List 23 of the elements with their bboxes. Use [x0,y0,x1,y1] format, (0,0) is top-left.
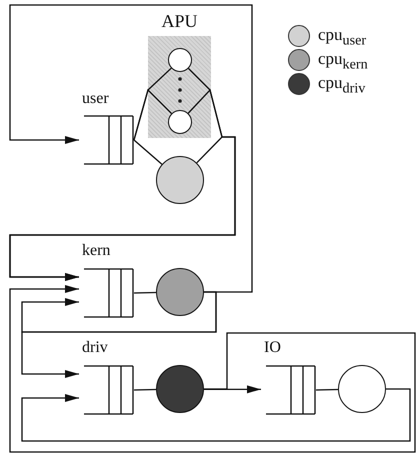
server-circle [338,365,386,413]
queue-label: user [82,90,109,108]
group-heading: APU [160,12,198,30]
arrow [9,285,416,453]
connector-line [316,388,338,391]
server-circle [156,365,204,413]
legend-label: cpu$_{kern}$ [318,48,368,74]
legend-label: cpu$_{driv}$ [318,72,366,98]
arrow [204,385,261,394]
legend-label: cpu$_{user}$ [318,24,366,50]
arrow [21,291,217,378]
connector-line [134,292,156,294]
queue-label: kern [82,242,110,260]
connector-line [134,388,156,391]
queue-label: IO [264,339,281,357]
server-circle [156,156,204,204]
connector-line [133,88,172,140]
arrow [21,388,411,442]
queue-label: driv [82,339,108,357]
arrow [9,4,253,293]
connector-line [134,140,162,165]
server-circle [156,268,204,316]
arrow [9,136,236,281]
